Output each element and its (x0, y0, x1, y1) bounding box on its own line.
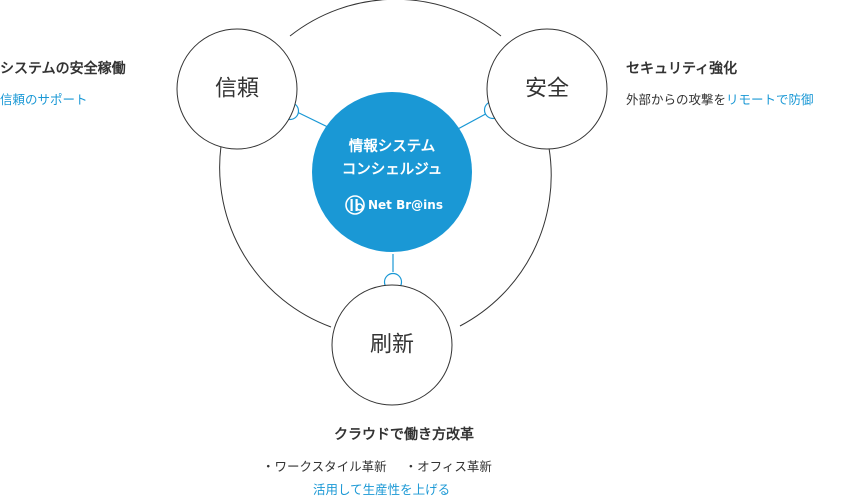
bottom-item-office: ・オフィス革新 (404, 459, 492, 474)
outer-ring-right-arc (459, 147, 552, 327)
left-subtitle: 信頼のサポート (0, 92, 88, 107)
bottom-title: クラウドで働き方改革 (334, 427, 474, 443)
node-security-label: 安全 (525, 77, 569, 102)
bottom-items: ・ワークスタイル革新 ・オフィス革新 (262, 456, 492, 475)
center-logo-text: Net Br@ins (368, 198, 443, 212)
right-subtitle: 外部からの攻撃をリモートで防御 (626, 89, 814, 108)
node-trust-circle (176, 28, 298, 150)
node-renewal-circle (331, 284, 453, 406)
netbrains-logo-icon (345, 195, 365, 215)
node-trust-label: 信頼 (215, 77, 259, 102)
outer-ring-left-arc (219, 145, 332, 328)
right-subtitle-accent: リモートで防御 (726, 92, 814, 107)
center-title-line2: コンシェルジュ (342, 162, 442, 178)
outer-ring-top-arc (289, 0, 502, 37)
node-renewal-label: 刷新 (370, 333, 414, 358)
bottom-item-workstyle: ・ワークスタイル革新 (262, 459, 387, 474)
bottom-subtitle: 活用して生産性を上げる (313, 482, 451, 497)
node-security-circle (486, 28, 608, 150)
left-title: システムの安全稼働 (0, 61, 126, 77)
center-circle (312, 92, 472, 252)
right-subtitle-prefix: 外部からの攻撃を (626, 92, 727, 107)
right-title: セキュリティ強化 (626, 61, 738, 77)
center-title-line1: 情報システム (349, 137, 436, 155)
